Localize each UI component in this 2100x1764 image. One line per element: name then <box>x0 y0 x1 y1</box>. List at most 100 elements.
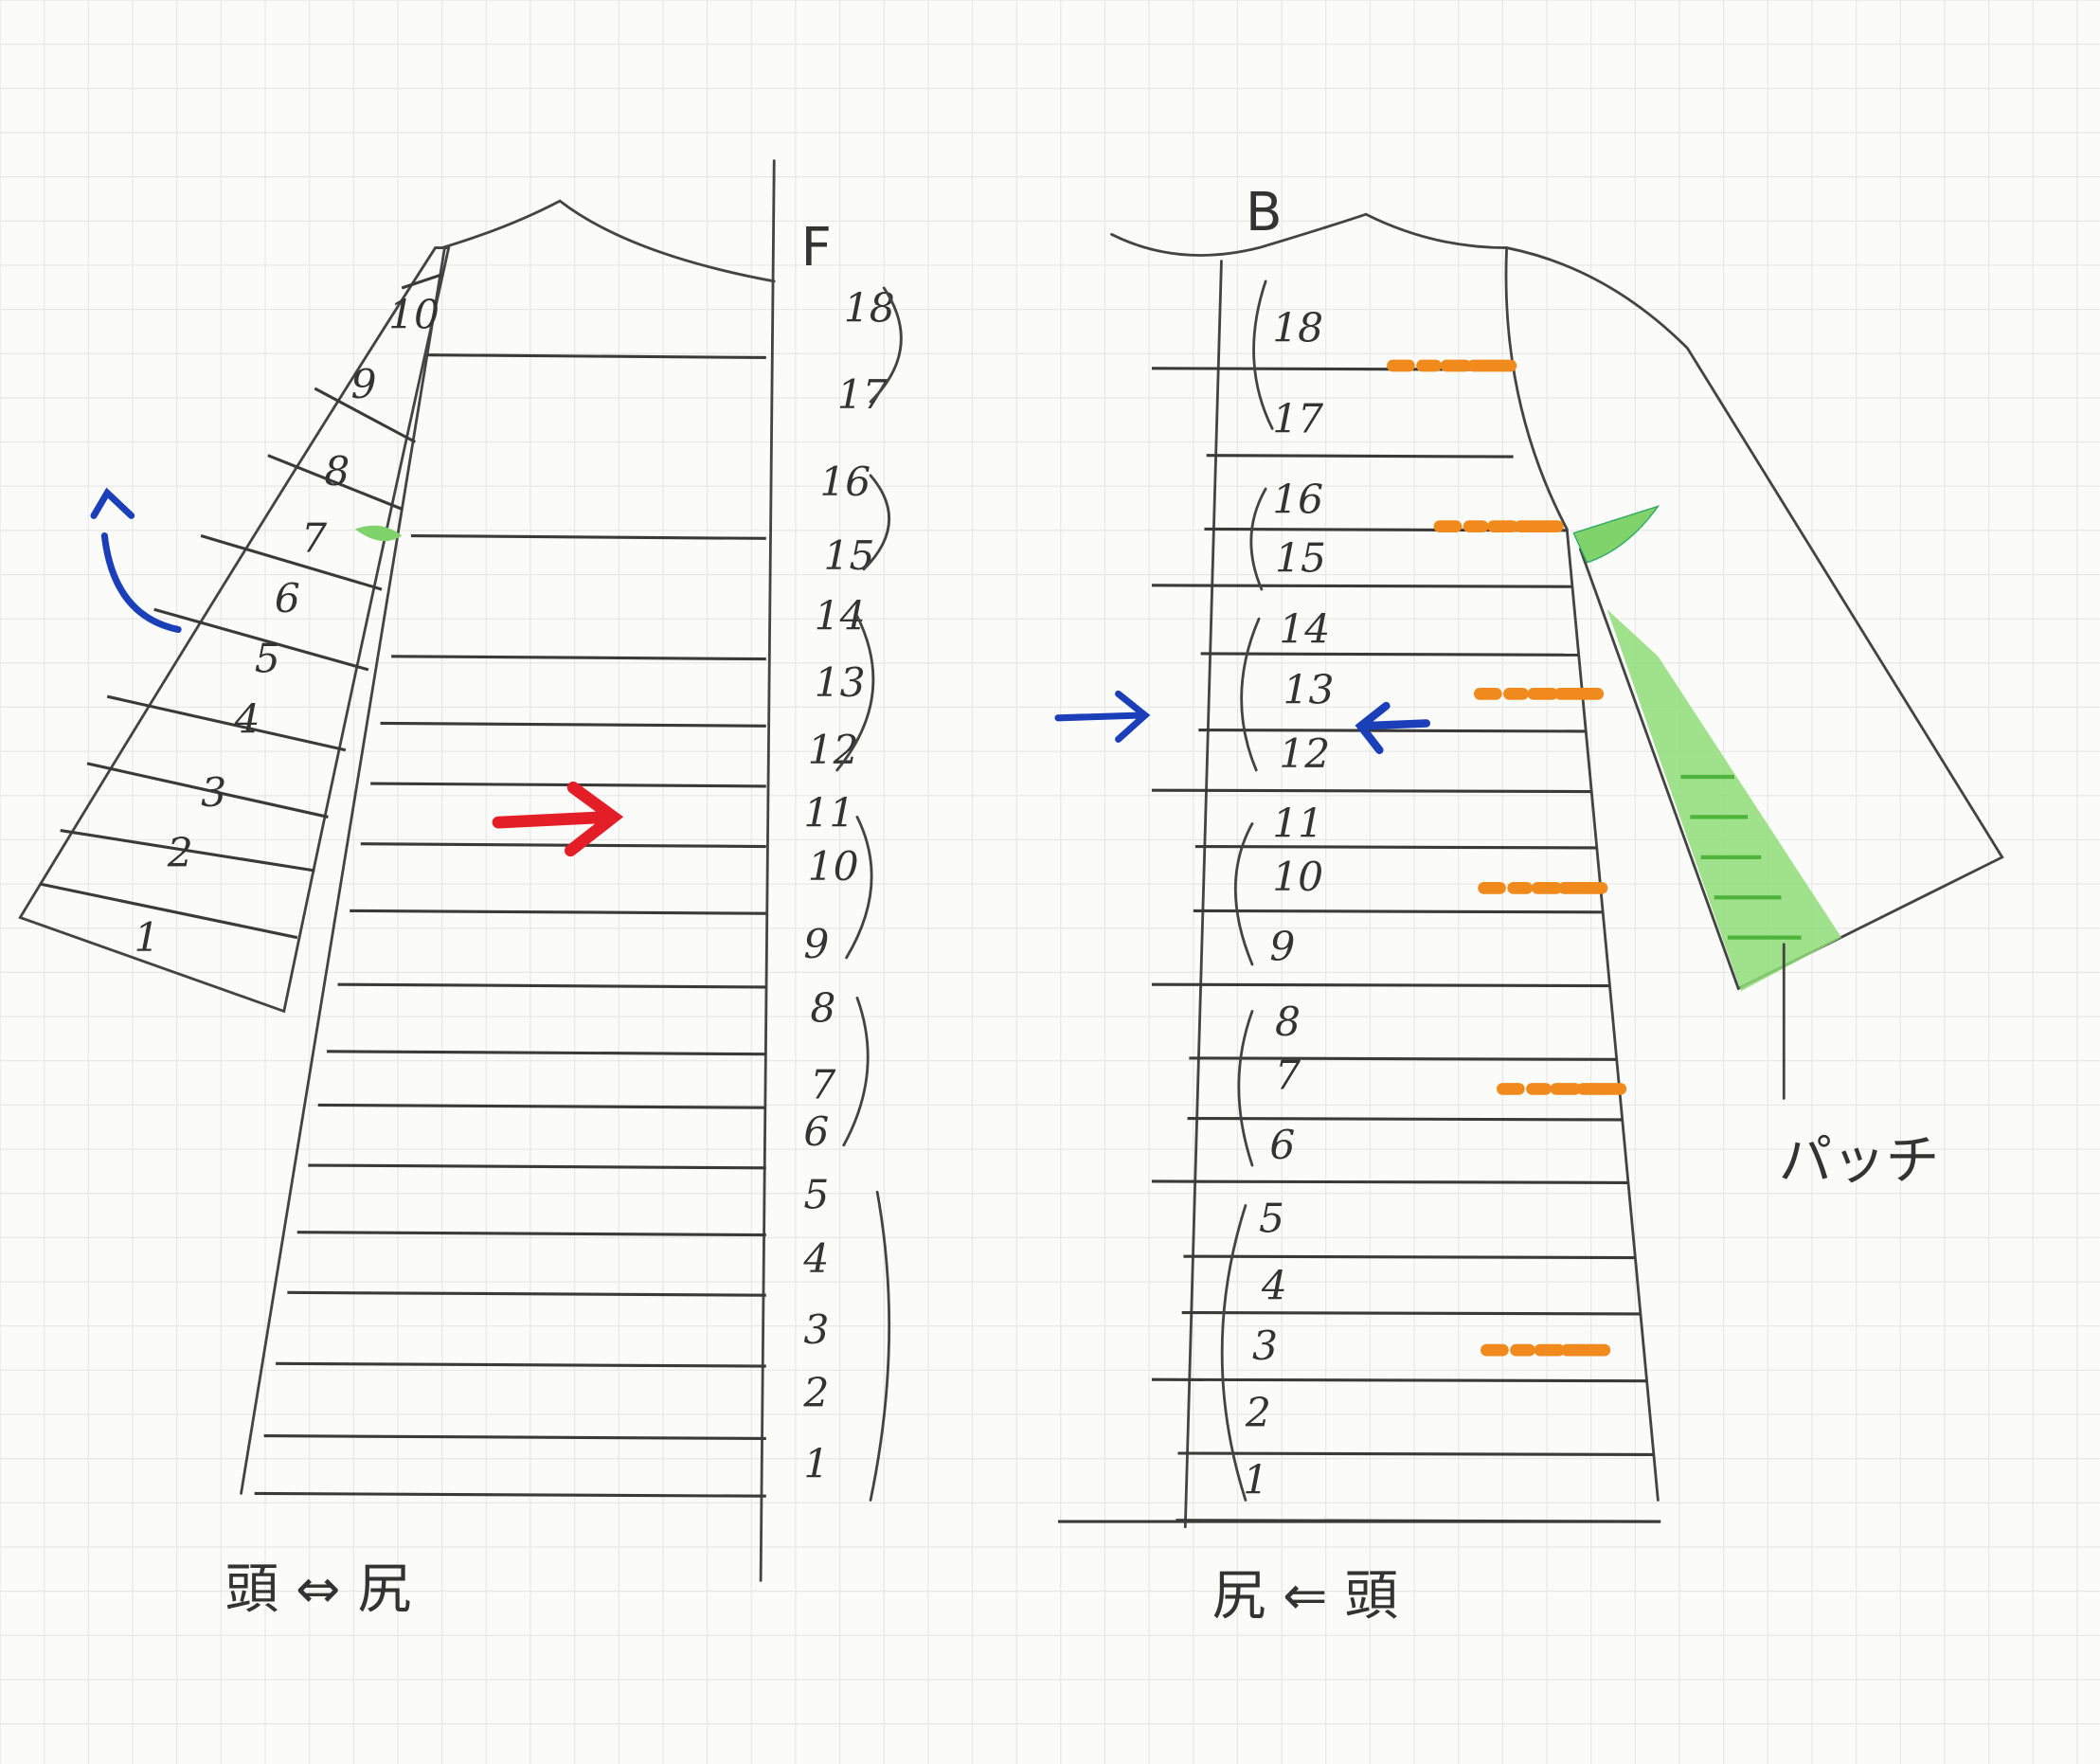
back-patch-top <box>1572 505 1660 564</box>
front-row-number: 4 <box>802 1236 829 1283</box>
front-row-line <box>350 909 766 915</box>
sleeve-row-number: 2 <box>167 831 193 877</box>
front-row-number: 1 <box>803 1441 829 1487</box>
back-row-line <box>1181 1310 1641 1316</box>
back-row-number: 1 <box>1243 1457 1268 1503</box>
back-row-line <box>1198 728 1587 733</box>
front-row-number: 10 <box>808 844 859 891</box>
front-row-line <box>391 655 766 661</box>
front-row-number: 6 <box>803 1109 829 1156</box>
back-row-line <box>1189 1056 1617 1061</box>
back-row-number: 9 <box>1269 925 1295 971</box>
back-row-line <box>1151 1377 1647 1383</box>
front-row-line <box>317 1103 766 1109</box>
front-group-brackets <box>835 286 903 1502</box>
back-row-number: 10 <box>1272 855 1323 901</box>
back-row-line <box>1206 454 1514 459</box>
front-row-line <box>410 533 766 540</box>
sleeve-row-number: 5 <box>255 637 280 683</box>
sleeve-row-number: 6 <box>275 576 300 622</box>
back-row-number: 7 <box>1275 1053 1301 1099</box>
sleeve-row-line <box>86 762 329 819</box>
back-neckline <box>1110 212 1509 257</box>
sleeve-row-number: 3 <box>201 770 226 817</box>
front-row-line <box>263 1434 766 1440</box>
back-row-number: 2 <box>1245 1391 1271 1437</box>
sleeve-row-number: 4 <box>233 696 260 743</box>
back-row-line <box>1187 1116 1623 1122</box>
back-row-line <box>1200 652 1579 657</box>
front-row-number: 15 <box>824 533 875 580</box>
front-row-number: 5 <box>803 1172 829 1218</box>
front-row-line <box>360 842 766 849</box>
blue-left-arrow-icon <box>1355 701 1431 754</box>
front-row-number: 13 <box>815 660 866 707</box>
red-direction-arrow-icon <box>492 781 624 857</box>
back-row-number: 3 <box>1252 1323 1278 1370</box>
back-direction-label: 尻 ⇐ 頭 <box>1212 1566 1398 1628</box>
front-side-edge <box>240 246 446 1495</box>
front-row-number: 3 <box>803 1307 829 1354</box>
front-sleeve <box>18 246 451 1014</box>
sleeve-row-line <box>314 387 417 443</box>
front-neckline <box>440 199 776 283</box>
front-row-number: 9 <box>803 922 829 968</box>
back-row-number: 15 <box>1275 536 1326 583</box>
front-row-number: 11 <box>803 790 854 837</box>
back-row-number: 13 <box>1283 667 1335 713</box>
front-row-line <box>308 1163 766 1170</box>
back-row-number: 12 <box>1279 731 1330 778</box>
sleeve-row-line <box>40 882 298 940</box>
back-row-line <box>1151 982 1610 988</box>
sleeve-row-line <box>153 607 369 672</box>
sleeve-row-number: 1 <box>134 915 159 962</box>
patch-shape <box>1606 609 1842 992</box>
front-center-line <box>759 159 776 1582</box>
back-left-edge <box>1183 260 1223 1529</box>
front-row-number: 8 <box>810 986 835 1033</box>
back-row-line <box>1194 844 1597 850</box>
back-row-number: 18 <box>1272 306 1323 352</box>
blue-right-arrow-icon <box>1054 690 1151 743</box>
sleeve-row-line <box>60 829 315 873</box>
front-row-number: 17 <box>837 372 888 419</box>
back-right-edge <box>1504 246 1660 1502</box>
back-row-number: 14 <box>1279 607 1330 654</box>
back-row-line <box>1151 1179 1628 1184</box>
front-row-line <box>426 353 766 360</box>
back-row-line <box>1183 1254 1636 1260</box>
front-row-number: 16 <box>819 459 871 506</box>
back-row-number: 4 <box>1261 1263 1287 1309</box>
front-row-line <box>254 1491 766 1498</box>
front-direction-label: 頭 ⇔ 尻 <box>225 1559 411 1621</box>
front-row-number: 7 <box>810 1062 835 1108</box>
back-row-number: 5 <box>1259 1197 1284 1243</box>
back-row-number: 17 <box>1272 397 1323 443</box>
patch-label: パッチ <box>1779 1130 1940 1192</box>
back-group-brackets <box>1220 279 1274 1502</box>
back-label: B <box>1246 182 1283 243</box>
back-row-line <box>1151 584 1572 588</box>
turn-arrow-icon <box>90 487 182 634</box>
front-row-line <box>326 1050 766 1056</box>
front-row-number: 2 <box>802 1371 829 1417</box>
sleeve-row-line <box>106 694 347 752</box>
back-row-line <box>1151 788 1592 794</box>
sleeve-row-number: 10 <box>388 292 440 338</box>
sleeve-row-number: 7 <box>301 515 327 562</box>
back-row-number: 16 <box>1272 477 1323 523</box>
front-patch-mark <box>354 525 403 542</box>
back-row-line <box>1193 909 1604 914</box>
back-row-line <box>1177 1451 1654 1456</box>
sleeve-row-line <box>200 534 383 591</box>
back-row-number: 6 <box>1269 1123 1295 1169</box>
front-row-line <box>380 721 766 728</box>
front-row-line <box>337 982 766 989</box>
back-row-number: 8 <box>1275 999 1301 1046</box>
front-row-line <box>296 1231 766 1237</box>
sleeve-row-line <box>267 454 403 511</box>
